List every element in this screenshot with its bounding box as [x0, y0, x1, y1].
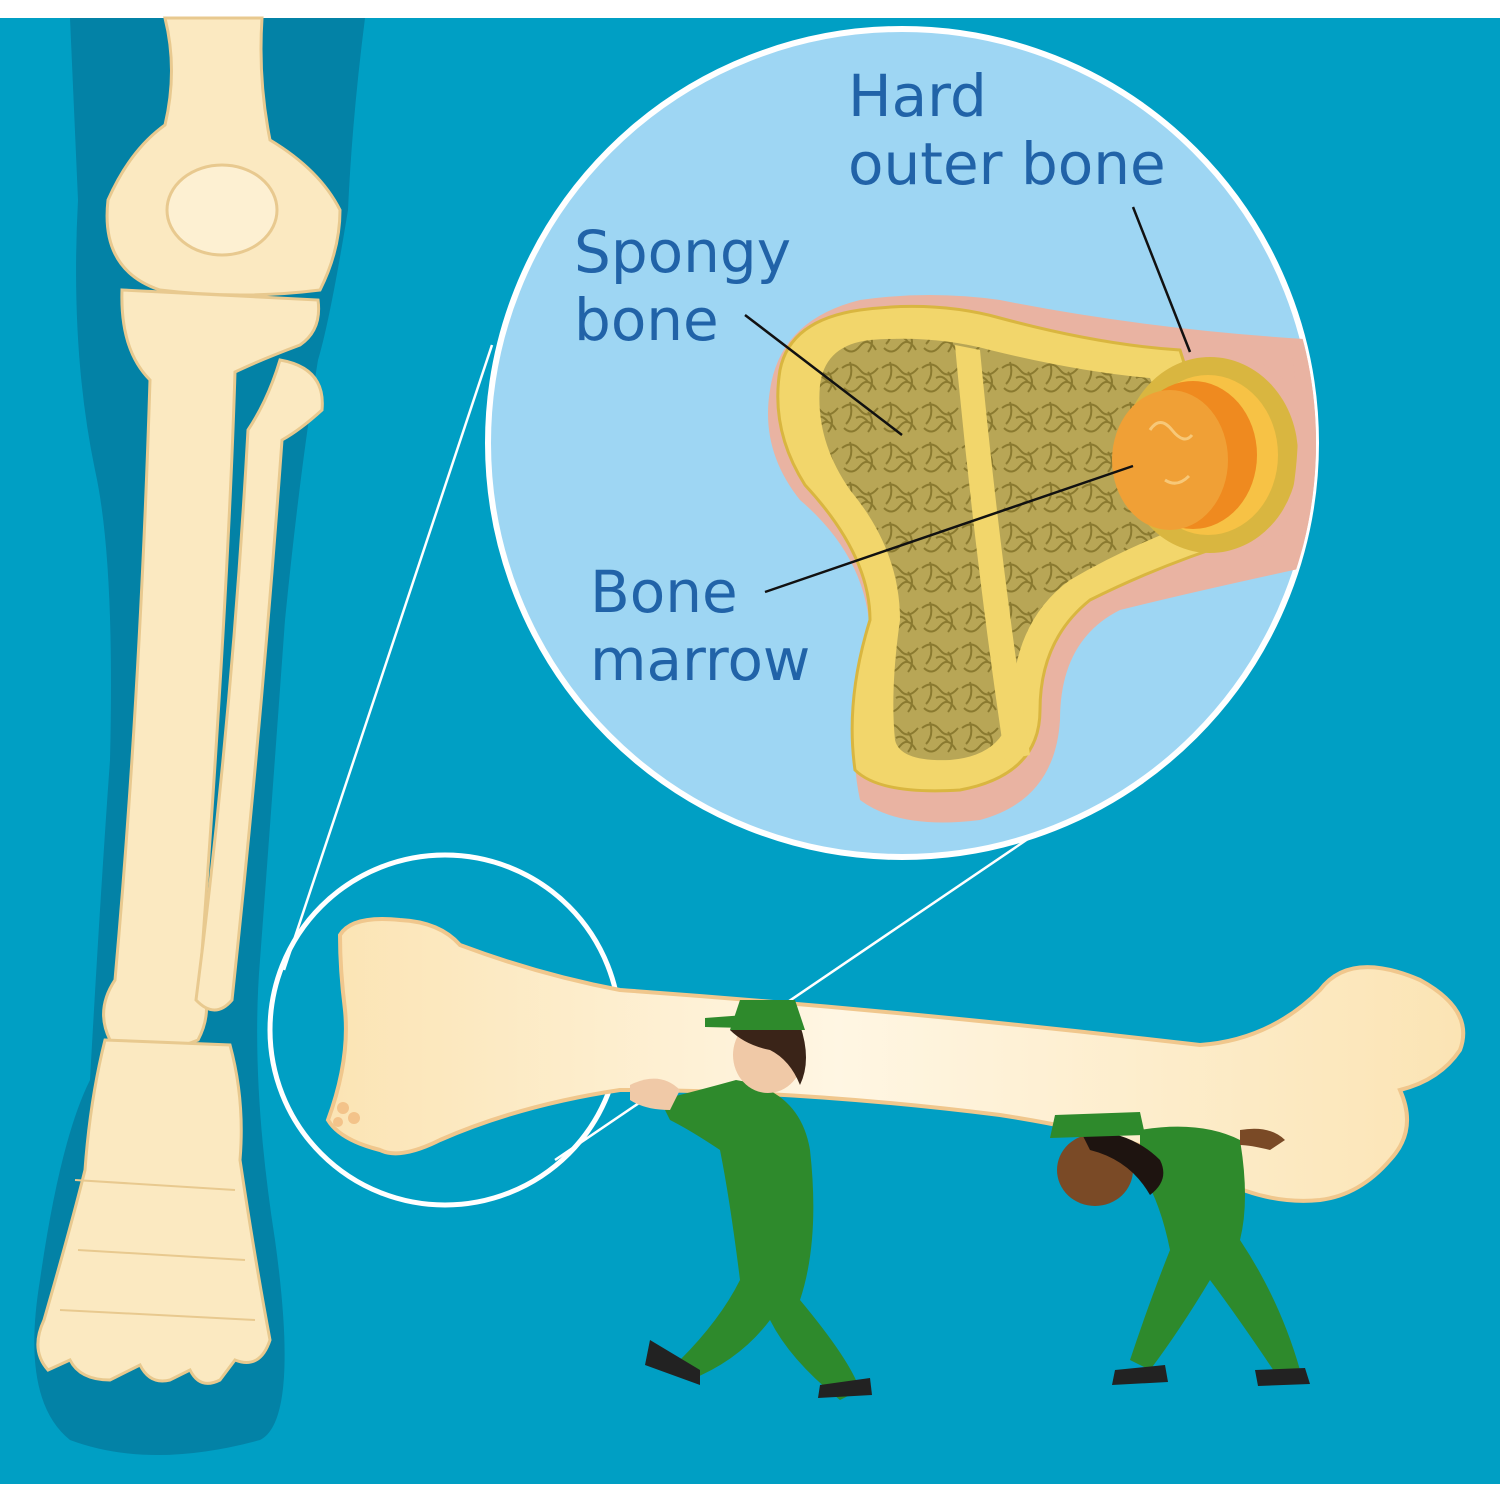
- label-bone-marrow-line1: Bone: [590, 558, 738, 626]
- label-bone-marrow-line2: marrow: [590, 626, 811, 694]
- bone-marrow: [1112, 390, 1228, 530]
- label-bone-marrow: Bone marrow: [590, 558, 810, 694]
- worker-right: [1050, 1112, 1310, 1386]
- label-spongy-bone-line2: bone: [574, 286, 719, 354]
- label-hard-outer-bone: Hard outer bone: [848, 62, 1166, 198]
- worker-left: [630, 1000, 872, 1400]
- femur-dots: [333, 1102, 360, 1127]
- spongy-bone: [819, 338, 1200, 761]
- pointer-lines: [744, 206, 1192, 594]
- label-hard-outer-bone-line1: Hard: [848, 62, 987, 130]
- leg-skeleton: [36, 16, 342, 1385]
- label-spongy-bone: Spongy bone: [574, 218, 791, 354]
- label-spongy-bone-line1: Spongy: [574, 218, 792, 286]
- label-hard-outer-bone-line2: outer bone: [848, 130, 1166, 198]
